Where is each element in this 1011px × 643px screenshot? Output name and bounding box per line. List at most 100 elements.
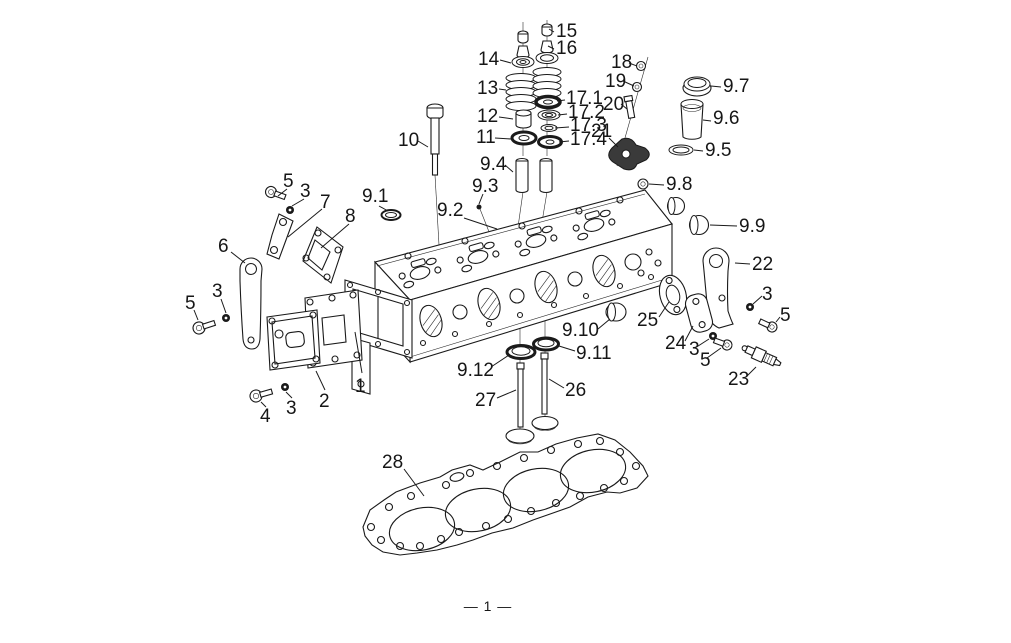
page-number: — 1 — [464, 598, 513, 614]
bolt-5-top [264, 185, 287, 201]
callout-5-b: 5 [185, 293, 196, 314]
head-top-machining [398, 196, 624, 289]
callout-9-4: 9.4 [480, 154, 507, 175]
seat-ring-17-1 [534, 94, 562, 110]
o-ring-9-1 [380, 209, 402, 221]
callout-6: 6 [218, 236, 229, 257]
side-cover-plate-2 [266, 309, 321, 371]
callout-8: 8 [345, 206, 356, 227]
callout-12: 12 [477, 106, 498, 127]
bolt-4 [249, 388, 274, 403]
callout-9-10: 9.10 [562, 320, 599, 341]
callout-9-2: 9.2 [437, 200, 463, 221]
callout-9-6: 9.6 [713, 108, 739, 129]
callout-17-2: 17.2 [568, 102, 605, 123]
seal-17-4 [537, 135, 563, 149]
tappet-cover-parts [637, 76, 712, 236]
callout-9-8: 9.8 [666, 174, 692, 195]
head-gasket-28 [362, 433, 649, 556]
callout-16: 16 [556, 38, 577, 59]
cup-plug-9-9 [688, 214, 710, 236]
callout-26: 26 [565, 380, 586, 401]
cylinder-head-body [344, 189, 673, 395]
callout-20: 20 [603, 94, 624, 115]
exhaust-gasket-8 [302, 226, 344, 284]
lifting-hook-6 [239, 257, 263, 350]
nut-18 [635, 60, 647, 72]
callout-9-1: 9.1 [362, 186, 388, 207]
callout-9-7: 9.7 [723, 76, 749, 97]
valve-seat-9-12 [505, 344, 537, 360]
spring-retainer [535, 52, 559, 64]
callout-18: 18 [611, 52, 632, 73]
callout-3-c: 3 [286, 398, 297, 419]
bolt-5-right-lower [712, 337, 733, 351]
rocker-adjuster-assembly [608, 60, 650, 171]
washer-17-2 [537, 109, 561, 121]
valve-collet-16 [540, 40, 554, 54]
valve-stack-intake [505, 30, 538, 194]
valve-27 [505, 362, 535, 445]
valve-spring [532, 67, 562, 98]
sensor-plug-23 [741, 345, 782, 367]
adjusting-screw-20 [623, 94, 636, 120]
callout-7: 7 [320, 192, 331, 213]
callout-9-11: 9.11 [576, 343, 612, 364]
nut-19 [631, 81, 643, 93]
rocker-arm-21 [608, 137, 650, 171]
callout-17-4: 17.4 [570, 129, 607, 150]
callout-17-1: 17.1 [566, 88, 603, 109]
cup-plug-9-10 [605, 302, 627, 322]
callout-9-3: 9.3 [472, 176, 498, 197]
callout-9-12: 9.12 [457, 360, 494, 381]
callout-5-a: 5 [283, 171, 294, 192]
end-gasket-25 [658, 274, 688, 316]
water-gasket-7 [266, 213, 294, 260]
ball-9-3 [476, 204, 482, 210]
head-front-holes [419, 248, 662, 347]
callout-19: 19 [605, 71, 626, 92]
valve-cap-15 [541, 23, 553, 37]
callout-3-d: 3 [762, 284, 773, 305]
callout-1: 1 [355, 376, 366, 397]
leader-lines [193, 28, 781, 497]
callout-4: 4 [260, 406, 271, 427]
callout-3-b: 3 [212, 281, 223, 302]
callout-3-e: 3 [689, 339, 700, 360]
valve-guide [515, 158, 529, 194]
callout-11: 11 [476, 127, 496, 148]
washer-11 [510, 130, 538, 146]
tappet-9-6 [680, 99, 704, 140]
callout-9-5: 9.5 [705, 140, 731, 161]
ring-17-3 [540, 124, 558, 132]
callout-14: 14 [478, 49, 500, 70]
right-side-parts [658, 247, 782, 367]
o-ring-9-5 [668, 144, 694, 156]
callout-22: 22 [752, 254, 773, 275]
callout-21: 21 [591, 121, 612, 142]
valve-26 [531, 352, 559, 431]
callout-3-a: 3 [300, 181, 311, 202]
valve-stack-exhaust [532, 23, 563, 194]
cylinder-head-stud-10 [426, 103, 444, 176]
bolt-5-left [192, 319, 217, 335]
callout-28: 28 [382, 452, 403, 473]
valve-parts [505, 302, 627, 445]
callout-5-e: 5 [700, 350, 711, 371]
callout-27: 27 [475, 390, 496, 411]
callout-17-3: 17.3 [570, 115, 607, 136]
callout-25: 25 [637, 310, 658, 331]
callout-labels: 15 16 14 13 12 11 10 17.1 17.2 17.3 17.4… [185, 21, 791, 473]
valve-cap-part [517, 30, 529, 44]
end-cover-24 [684, 293, 714, 333]
callout-5-d: 5 [780, 305, 791, 326]
bolt-5-right-upper [757, 318, 778, 333]
cap-9-7 [682, 76, 712, 97]
left-side-parts [192, 185, 363, 403]
valve-seal-12 [515, 109, 532, 129]
callout-15: 15 [556, 21, 577, 42]
gasket-bolt-holes [366, 436, 641, 551]
callout-2: 2 [319, 391, 330, 412]
